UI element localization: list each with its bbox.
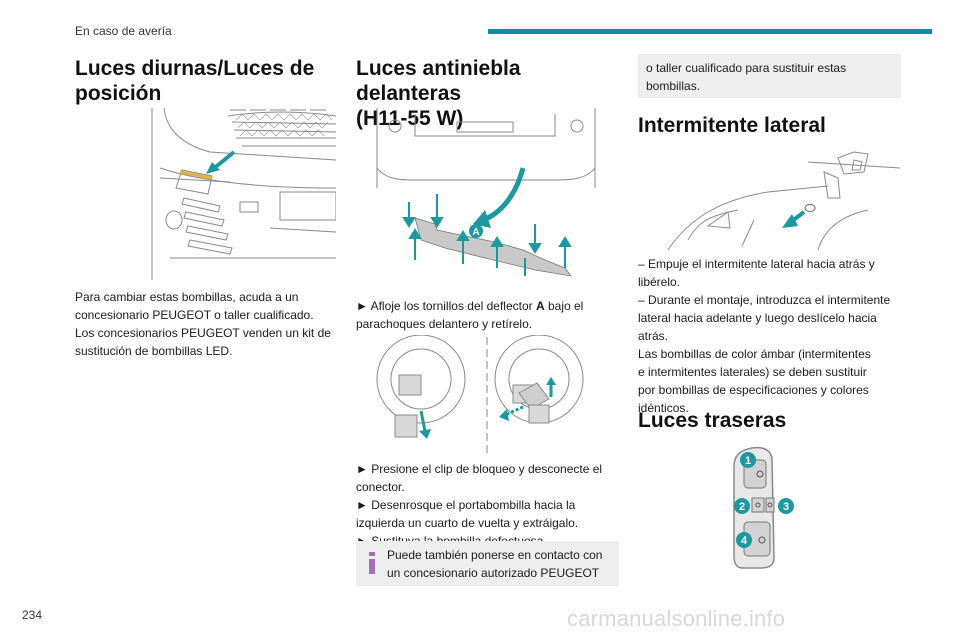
fog-light-step-1: ► Afloje los tornillos del deflector A b… (356, 297, 618, 333)
paragraph-line: libérelo. (638, 275, 681, 289)
rear-light-cluster-illustration: 1 2 3 4 (732, 446, 796, 570)
step-marker: ► (356, 462, 368, 476)
paragraph-line: e intermitentes laterales) se deben sust… (638, 365, 867, 379)
heading-rear-lights: Luces traseras (638, 408, 900, 433)
paragraph-line: Para cambiar estas bombillas, acuda a un (75, 290, 299, 304)
section-title: En caso de avería (75, 24, 172, 38)
watermark: carmanualsonline.info (567, 606, 786, 631)
heading-side-indicator-text: Intermitente lateral (638, 114, 826, 137)
step-marker: ► (356, 299, 368, 313)
callout-label: 1 (745, 455, 751, 467)
callout-label: 4 (741, 535, 748, 547)
step-text: izquierda un cuarto de vuelta y extráiga… (356, 516, 579, 530)
step-text: bajo el (544, 299, 584, 313)
dash-marker: – (638, 293, 645, 307)
heading-line: Luces diurnas/Luces de (75, 57, 315, 80)
paragraph-line: lateral hacia adelante y luego deslícelo… (638, 311, 877, 325)
paragraph-line: por bombillas de especificaciones y colo… (638, 383, 869, 397)
paragraph-line: Durante el montaje, introduzca el interm… (648, 293, 891, 307)
callout-label: 2 (739, 501, 745, 513)
page-number: 234 (22, 608, 43, 622)
fog-light-steps-2-4: ► Presione el clip de bloqueo y desconec… (356, 460, 618, 550)
heading-daytime-lights: Luces diurnas/Luces de posición (75, 56, 337, 106)
heading-fog-lights: Luces antiniebla delanteras (H11-55 W) (356, 56, 618, 131)
fog-light-connector-illustration (369, 335, 609, 455)
step-text: Desenrosque el portabombilla hacia la (371, 498, 576, 512)
step-text: Afloje los tornillos del deflector (370, 299, 536, 313)
rear-light-callout: 2 (734, 498, 750, 514)
heading-rear-lights-text: Luces traseras (638, 409, 787, 432)
info-text: o taller cualificado para sustituir esta… (646, 61, 847, 75)
heading-side-indicator: Intermitente lateral (638, 113, 900, 138)
dash-marker: – (638, 257, 645, 271)
paragraph-line: idénticos. (638, 401, 689, 415)
column-fog-lights: Luces antiniebla delanteras (H11-55 W) (356, 56, 618, 131)
paragraph-line: atrás. (638, 329, 669, 343)
side-indicator-illustration (668, 150, 900, 252)
step-text: Presione el clip de bloqueo y desconecte… (371, 462, 603, 476)
info-text: Puede también ponerse en contacto con (387, 548, 603, 562)
column-daytime-lights: Luces diurnas/Luces de posición (75, 56, 337, 106)
info-box-continued: o taller cualificado para sustituir esta… (638, 54, 901, 98)
callout-label: 3 (783, 501, 789, 513)
front-bumper-daytime-light-illustration (150, 108, 336, 280)
info-box: Puede también ponerse en contacto con un… (356, 541, 619, 586)
rear-light-callout: 4 (736, 532, 752, 548)
daytime-lights-text: Para cambiar estas bombillas, acuda a un… (75, 288, 337, 360)
info-icon (369, 552, 375, 574)
paragraph-line: Las bombillas de color ámbar (intermiten… (638, 347, 871, 361)
fog-light-deflector-illustration: A (375, 108, 597, 280)
paragraph-line: Empuje el intermitente lateral hacia atr… (648, 257, 875, 271)
heading-line: (H11-55 W) (356, 107, 464, 130)
info-text: un concesionario autorizado PEUGEOT (387, 566, 600, 580)
step-bold-label: A (535, 299, 545, 313)
deflector-label: A (472, 227, 479, 238)
paragraph-line: sustitución de bombillas LED. (75, 344, 233, 358)
header-accent-bar (488, 29, 932, 34)
step-text: conector. (356, 480, 405, 494)
heading-line: Luces antiniebla delanteras (356, 57, 521, 105)
paragraph-line: concesionario PEUGEOT o taller cualifica… (75, 308, 314, 322)
side-indicator-text: – Empuje el intermitente lateral hacia a… (638, 255, 900, 417)
heading-line: posición (75, 82, 162, 105)
paragraph-line: Los concesionarios PEUGEOT venden un kit… (75, 326, 331, 340)
rear-light-callout: 3 (778, 498, 794, 514)
step-text: parachoques delantero y retírelo. (356, 317, 533, 331)
step-marker: ► (356, 498, 368, 512)
rear-light-callout: 1 (740, 452, 756, 468)
info-text: bombillas. (646, 79, 701, 93)
